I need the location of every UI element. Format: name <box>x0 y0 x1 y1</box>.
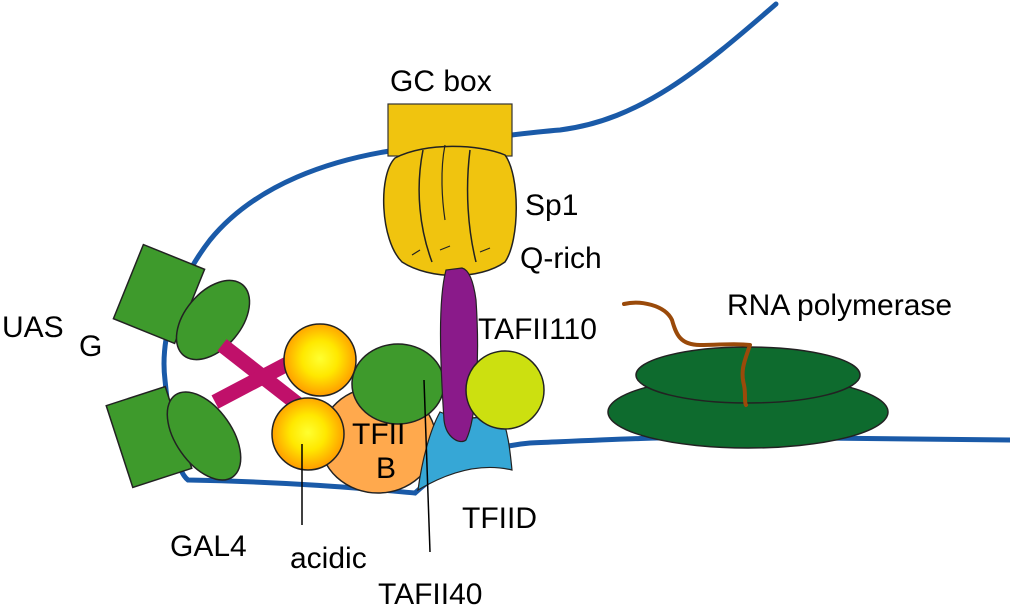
sp1-label: Sp1 <box>525 189 578 222</box>
sp1-protein <box>382 144 517 277</box>
acidic-domain-upper <box>283 323 357 397</box>
gal4-oval-upper <box>175 279 251 361</box>
tfiib-label-line2: B <box>376 452 396 485</box>
gc-box-label: GC box <box>390 65 492 98</box>
uas-label: UAS <box>2 311 64 344</box>
tafii40 <box>351 343 445 425</box>
tafii40-pointer-line <box>423 379 431 553</box>
acidic-domain-lower <box>271 397 345 471</box>
tfiib-label-line1: TFII <box>352 418 405 451</box>
tafii40-label: TAFII40 <box>378 578 482 611</box>
tfiid-label: TFIID <box>462 502 537 535</box>
acidic-label: acidic <box>290 542 367 575</box>
uas-subscript-label: G <box>79 330 102 363</box>
q-rich-label: Q-rich <box>520 242 602 275</box>
tafii110 <box>439 267 479 443</box>
lime-subunit <box>465 350 545 430</box>
gal4-oval-lower <box>166 391 242 481</box>
tafii110-label: TAFII110 <box>478 313 597 346</box>
rna-transcript <box>622 300 752 407</box>
gal4-label: GAL4 <box>170 530 247 563</box>
rna-polymerase-label: RNA polymerase <box>727 289 952 322</box>
